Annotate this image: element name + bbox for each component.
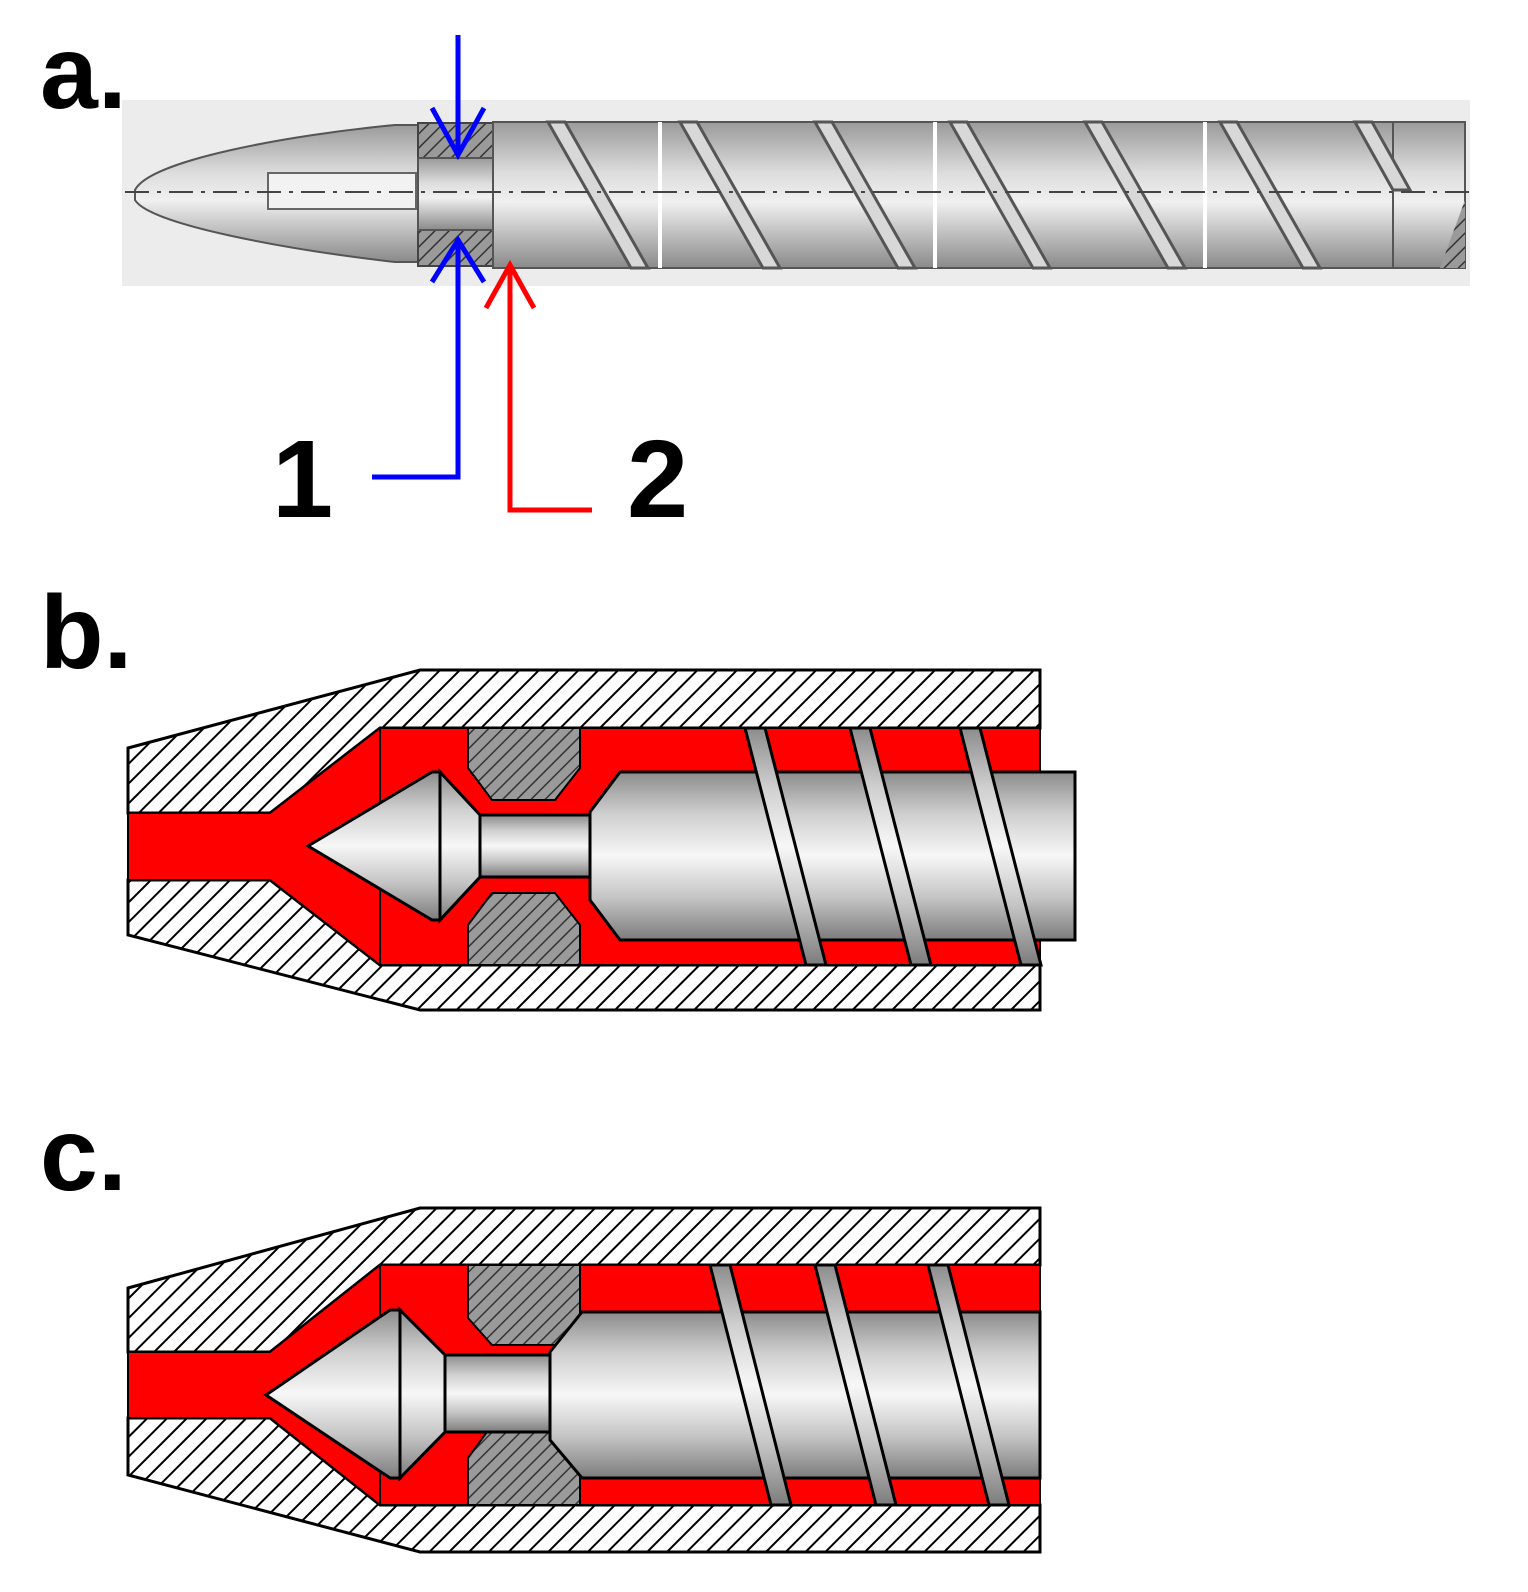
section-view-closed — [126, 1206, 1042, 1554]
panel-label-a: a. — [40, 15, 127, 131]
screw-side-view — [122, 100, 1470, 286]
panel-label-c: c. — [40, 1097, 127, 1213]
section-view-open — [126, 668, 1077, 1012]
callout-label-1: 1 — [272, 418, 333, 541]
panel-label-b: b. — [40, 575, 132, 691]
callout-label-2: 2 — [627, 418, 688, 541]
callout-arrow-1 — [372, 35, 487, 480]
callout-arrow-2 — [483, 259, 592, 513]
